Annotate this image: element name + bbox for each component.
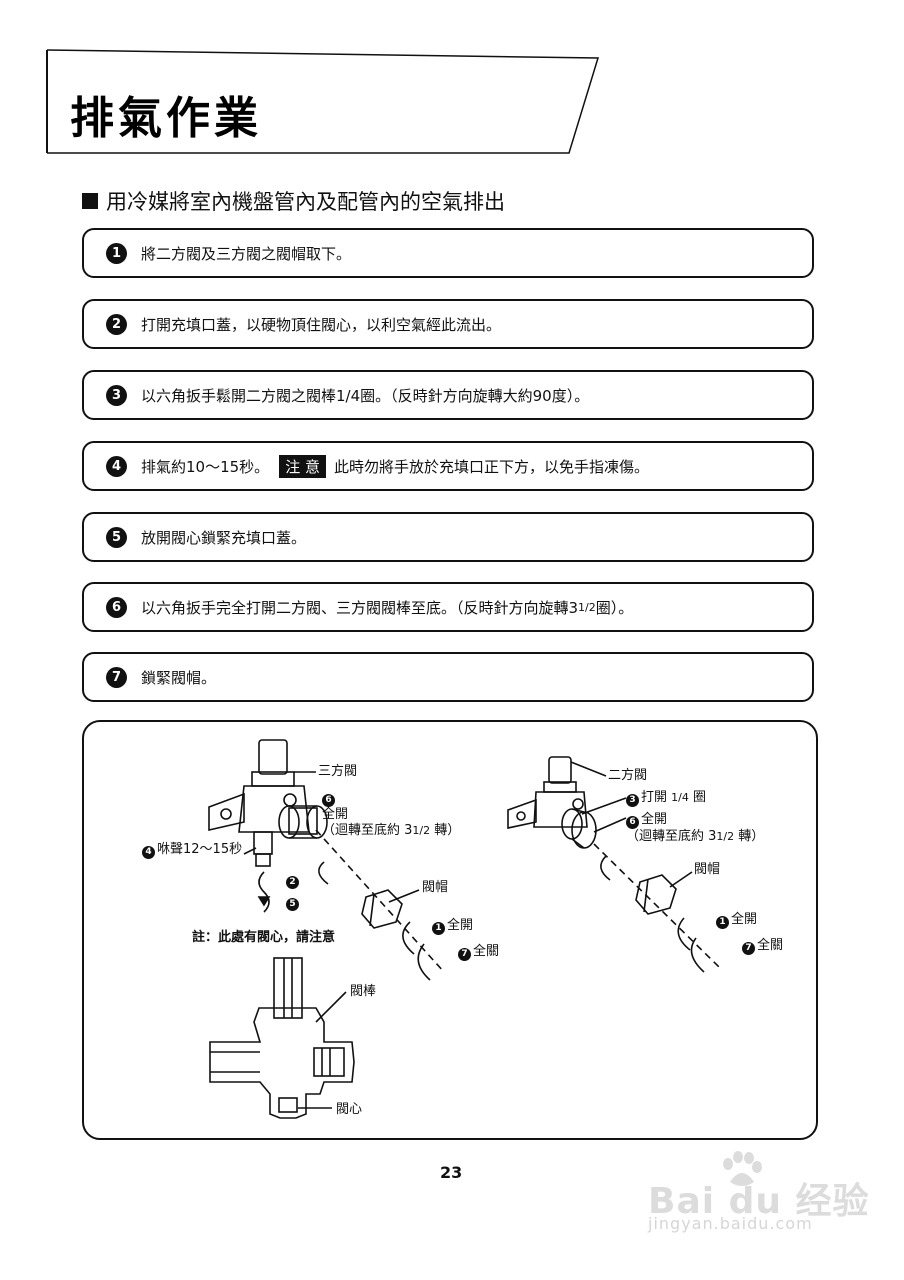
label-full-open-1-text: 全開 <box>447 918 474 933</box>
step-number-7: 7 <box>106 666 127 688</box>
label-full-open-c: 轉） <box>430 822 461 838</box>
step-number-6: 6 <box>106 596 127 618</box>
label-cap-right: 閥帽 <box>694 862 721 877</box>
subtitle-text: 用冷媒將室內機盤管內及配管內的空氣排出 <box>106 190 505 214</box>
marker-number-7: 7 <box>458 947 471 961</box>
step-number-5: 5 <box>106 526 127 548</box>
section-subtitle: 用冷媒將室內機盤管內及配管內的空氣排出 <box>82 186 505 216</box>
marker-number-6-right: 6 <box>626 815 639 829</box>
valve-cross-section-drawing <box>209 957 355 1119</box>
label-note: 註：此處有閥心，請注意 <box>192 930 336 945</box>
step-1-text: 將二方閥及三方閥之閥帽取下。 <box>141 244 352 263</box>
label-two-way-valve: 二方閥 <box>608 768 648 783</box>
step-number-3: 3 <box>106 384 127 406</box>
step-2-text: 打開充填口蓋，以硬物頂住閥心，以利空氣經此流出。 <box>141 315 502 334</box>
label-full-open-right-a: 全開 <box>641 812 668 827</box>
label-full-open-b: （迴轉至底約 3 <box>322 822 413 838</box>
step-2: 2 打開充填口蓋，以硬物頂住閥心，以利空氣經此流出。 <box>82 299 814 349</box>
label-full-open-1-right-text: 全開 <box>731 912 758 927</box>
label-open-quarter-b: 圈 <box>693 790 707 805</box>
marker-number-1: 1 <box>432 921 445 935</box>
valve-illustration <box>208 739 720 1119</box>
step-6-text-after: 圈）。 <box>595 598 634 617</box>
label-hiss-text: 咻聲12～15秒 <box>157 842 243 857</box>
step-number-1: 1 <box>106 242 127 264</box>
label-open-quarter-a: 打開 <box>641 790 668 805</box>
step-1: 1 將二方閥及三方閥之閥帽取下。 <box>82 228 814 278</box>
three-way-valve-drawing <box>208 739 445 981</box>
marker-number-4: 4 <box>142 845 155 859</box>
step-5: 5 放開閥心鎖緊充填口蓋。 <box>82 512 814 562</box>
watermark-logo-text: Bai du 经验 <box>648 1181 870 1222</box>
marker-number-5: 5 <box>286 897 299 911</box>
label-full-open-right-c: 轉） <box>734 828 765 844</box>
page-title: 排氣作業 <box>70 93 262 144</box>
step-5-text: 放開閥心鎖緊充填口蓋。 <box>141 528 307 547</box>
label-cap-left: 閥帽 <box>422 880 449 895</box>
title-banner-frame <box>46 49 600 154</box>
marker-2-left: 2 <box>286 872 301 889</box>
label-core: 閥心 <box>336 1102 363 1117</box>
watermark-url: jingyan.baidu.com <box>648 1214 813 1233</box>
label-stem: 閥棒 <box>350 984 377 999</box>
step-7: 7 鎖緊閥帽。 <box>82 652 814 702</box>
two-way-valve-drawing <box>507 756 720 973</box>
step-3: 3 以六角扳手鬆開二方閥之閥棒1/4圈。（反時針方向旋轉大約90度）。 <box>82 370 814 420</box>
label-full-open-right-b: （迴轉至底約 3 <box>626 828 717 844</box>
label-full-open-right-frac: 1/2 <box>716 829 735 843</box>
marker-number-7-right: 7 <box>742 941 755 955</box>
marker-5-left: 5 <box>286 894 301 911</box>
step-6-fraction: 1/2 <box>578 600 596 614</box>
page-number: 23 <box>440 1163 463 1182</box>
label-full-open-6-left: 6 全開 （迴轉至底約 31/2 轉） <box>322 790 460 839</box>
step-4-caution-text: 此時勿將手放於充填口正下方，以免手指凍傷。 <box>333 457 649 476</box>
label-three-way-valve: 三方閥 <box>318 764 358 779</box>
marker-number-6: 6 <box>322 793 335 807</box>
label-full-close-7-right-text: 全關 <box>757 938 784 953</box>
step-3-text: 以六角扳手鬆開二方閥之閥棒1/4圈。（反時針方向旋轉大約90度）。 <box>141 386 590 405</box>
square-bullet-icon <box>82 193 98 209</box>
label-full-open-frac: 1/2 <box>412 823 431 837</box>
label-full-close-7-text: 全關 <box>473 944 500 959</box>
label-full-open-a: 全開 <box>322 806 349 822</box>
label-open-quarter-frac: 1/4 <box>671 791 689 804</box>
step-number-2: 2 <box>106 313 127 335</box>
step-number-4: 4 <box>106 455 127 477</box>
marker-number-3: 3 <box>626 793 639 807</box>
marker-number-2: 2 <box>286 875 299 889</box>
step-6-text-before: 以六角扳手完全打開二方閥、三方閥閥棒至底。（反時針方向旋轉3 <box>141 598 579 617</box>
caution-badge: 注 意 <box>279 454 326 478</box>
step-4: 4 排氣約10～15秒。 注 意 此時勿將手放於充填口正下方，以免手指凍傷。 <box>82 441 814 491</box>
baidu-paw-logo <box>723 1151 762 1186</box>
step-7-text: 鎖緊閥帽。 <box>141 668 217 687</box>
step-4-text: 排氣約10～15秒。 <box>141 457 270 476</box>
marker-number-1-right: 1 <box>716 915 729 929</box>
